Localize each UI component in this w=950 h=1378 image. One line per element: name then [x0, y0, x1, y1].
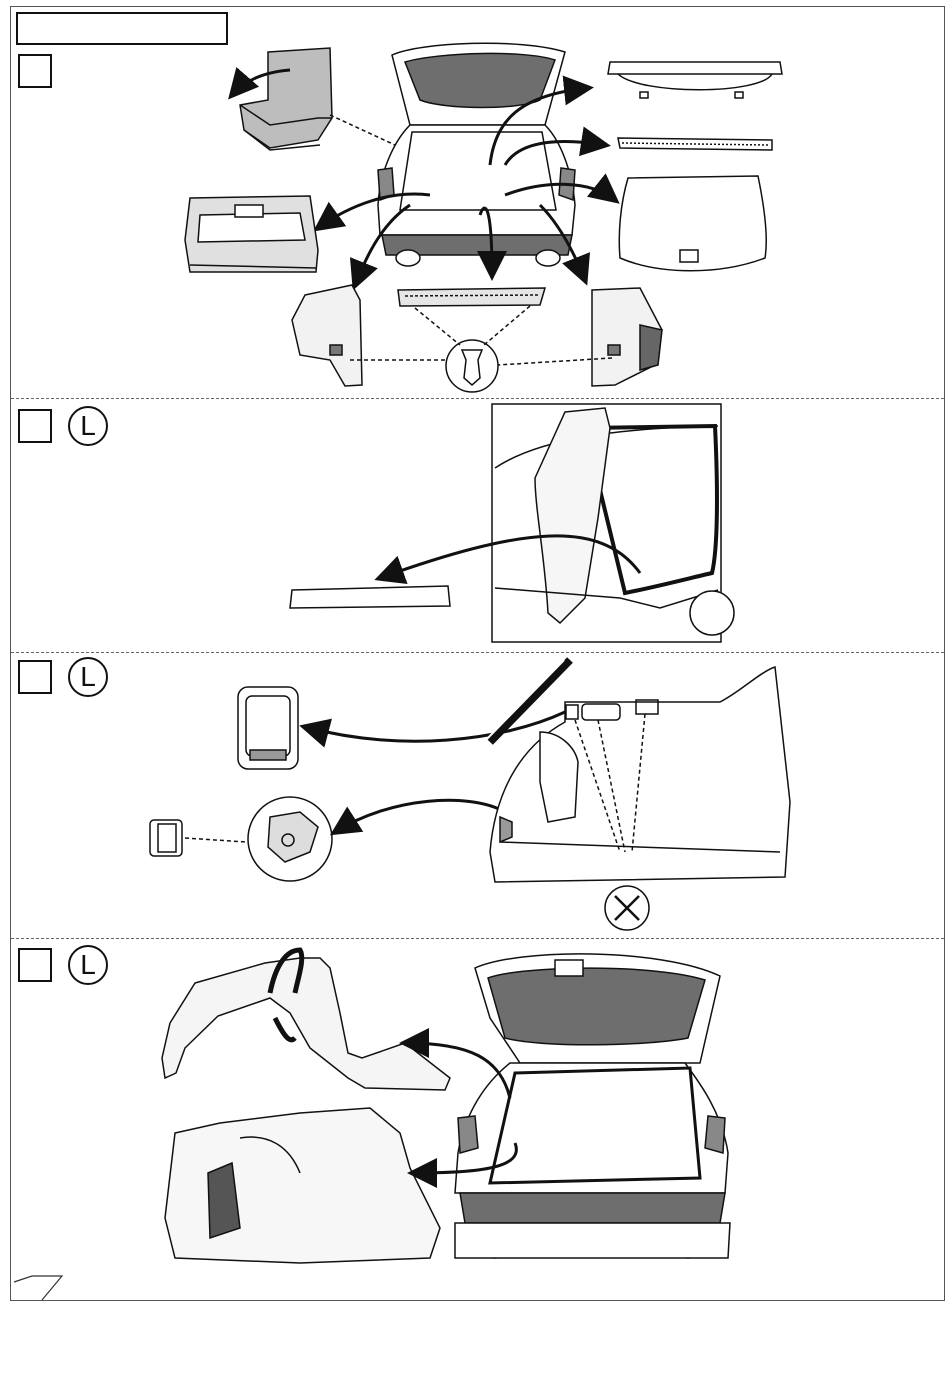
storage-tray-illustration	[185, 196, 318, 272]
upper-side-trim-part	[162, 950, 450, 1090]
step-4-illustration	[0, 938, 950, 1283]
step-1-illustration	[0, 0, 950, 398]
step-3-illustration	[0, 652, 950, 938]
lower-side-trim-part	[165, 1108, 440, 1263]
sill-plate-illustration	[398, 288, 545, 306]
circled-x-icon	[605, 886, 649, 930]
tonneau-cover-illustration	[608, 62, 782, 98]
page-corner-mark	[12, 1272, 72, 1302]
small-clip	[150, 820, 182, 856]
left-trim-illustration	[292, 285, 362, 386]
car-rear-open-trunk	[455, 954, 730, 1258]
clip-detail-illustration	[446, 340, 498, 392]
weatherstrip-part	[290, 586, 450, 608]
right-trim-illustration	[592, 288, 662, 386]
car-rear-illustration	[378, 43, 575, 266]
floor-board-illustration	[619, 176, 766, 271]
rear-seat-illustration	[240, 48, 332, 150]
step-2-illustration	[0, 398, 950, 652]
cover-bar-illustration	[618, 138, 772, 150]
